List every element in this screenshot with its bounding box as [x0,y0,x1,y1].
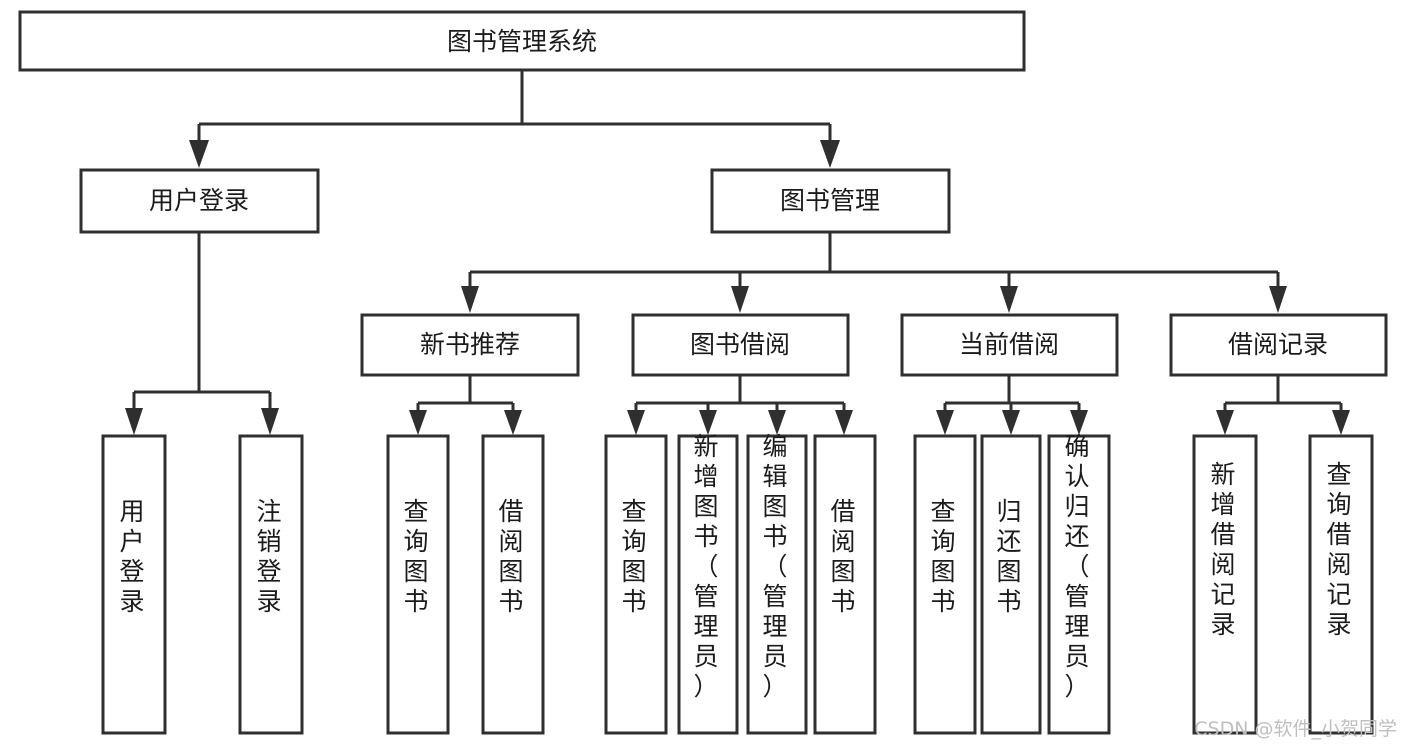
node-new-book-recommend[interactable]: 新书推荐 [360,313,580,377]
arrow-head-icon [731,286,749,313]
connector-userlogin-to-leaves [125,233,279,435]
leaf-label: 查询图书 [403,497,432,616]
leaf-label: 归还图书 [996,497,1025,616]
node-book-borrow-label: 图书借阅 [690,330,790,359]
leaf-node[interactable]: 归还图书 [980,434,1042,735]
leaf-label: 查询图书 [930,497,959,616]
connector-root-to-level2 [189,70,840,168]
leaf-label: 借阅图书 [498,497,527,616]
leaf-label: 查询借阅记录 [1326,460,1355,639]
arrow-head-icon [699,410,717,435]
arrow-head-icon [1070,410,1088,435]
leaf-node[interactable]: 查询图书 [386,434,450,735]
node-book-manage[interactable]: 图书管理 [710,168,951,234]
leaf-node[interactable]: 查询图书 [604,434,668,735]
leaf-group-borrow-record: 新增借阅记录 查询借阅记录 [1192,434,1374,735]
node-borrow-record[interactable]: 借阅记录 [1169,313,1388,377]
leaf-label: 查询图书 [621,497,650,616]
arrow-head-icon [1000,286,1018,313]
arrow-head-icon [125,408,143,435]
arrow-head-icon [504,410,522,435]
leaf-group-user-login: 用户登录 注销登录 [101,434,304,735]
arrow-head-icon [820,140,840,168]
leaf-node[interactable]: 用户登录 [101,434,167,735]
node-new-book-recommend-label: 新书推荐 [420,330,520,359]
leaf-node[interactable]: 查询图书 [913,434,977,735]
leaf-node[interactable]: 注销登录 [238,434,304,735]
arrow-head-icon [1216,410,1234,435]
leaf-label: 编辑图书（管理员） [762,432,791,701]
leaf-node[interactable]: 新增图书（管理员） [677,432,739,735]
node-book-manage-label: 图书管理 [780,186,880,215]
arrow-head-icon [627,410,645,435]
leaf-node[interactable]: 查询借阅记录 [1308,434,1374,735]
node-root[interactable]: 图书管理系统 [18,10,1026,72]
arrow-head-icon [261,408,279,435]
arrow-head-icon [189,140,209,168]
leaf-label: 用户登录 [119,497,148,616]
node-book-borrow[interactable]: 图书借阅 [631,313,850,377]
leaf-node[interactable]: 新增借阅记录 [1192,434,1258,735]
leaf-group-book-borrow: 查询图书 新增图书（管理员） 编辑图书（管理员） 借阅图书 [604,432,877,735]
arrow-head-icon [461,286,479,313]
leaf-node[interactable]: 编辑图书（管理员） [746,432,808,735]
node-current-borrow[interactable]: 当前借阅 [900,313,1119,377]
arrow-head-icon [768,410,786,435]
leaf-label: 确认归还（管理员） [1064,432,1093,701]
connector-record-to-leaves [1216,375,1350,435]
leaf-label: 借阅图书 [830,497,859,616]
leaf-label: 注销登录 [256,497,285,616]
leaf-node[interactable]: 借阅图书 [813,434,877,735]
arrow-head-icon [1002,410,1020,435]
arrow-head-icon [409,410,427,435]
arrow-head-icon [1269,286,1287,313]
connector-bookmanage-to-level3 [461,233,1287,313]
node-current-borrow-label: 当前借阅 [959,330,1059,359]
connector-current-to-leaves [936,375,1088,435]
arrow-head-icon [835,410,853,435]
leaf-label: 新增借阅记录 [1210,460,1239,639]
arrow-head-icon [1332,410,1350,435]
node-user-login[interactable]: 用户登录 [79,168,320,234]
leaf-group-new-book-recommend: 查询图书 借阅图书 [386,434,545,735]
node-borrow-record-label: 借阅记录 [1228,330,1328,359]
node-user-login-label: 用户登录 [149,186,249,215]
node-root-label: 图书管理系统 [447,27,597,56]
leaf-node[interactable]: 确认归还（管理员） [1047,432,1111,735]
connector-borrow-to-leaves [627,375,853,435]
arrow-head-icon [936,410,954,435]
leaf-group-current-borrow: 查询图书 归还图书 确认归还（管理员） [913,432,1111,735]
leaf-label: 新增图书（管理员） [693,432,722,701]
leaf-node[interactable]: 借阅图书 [481,434,545,735]
connector-recommend-to-leaves [409,375,522,435]
